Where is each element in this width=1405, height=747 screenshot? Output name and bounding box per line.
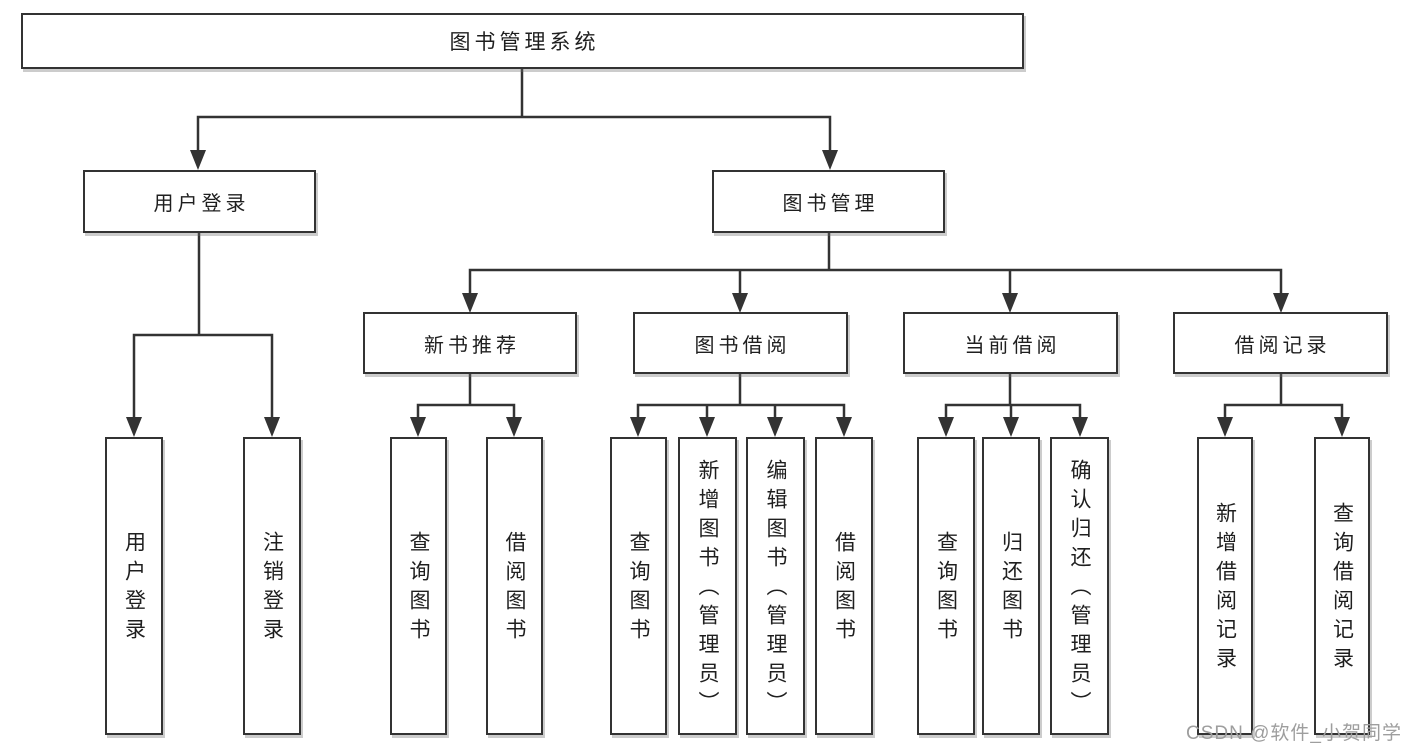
leaf-return-books: 归还图书 — [982, 437, 1040, 735]
node-current-borrow: 当前借阅 — [903, 312, 1118, 374]
leaf-query-books-2: 查询图书 — [610, 437, 667, 735]
node-book-borrow: 图书借阅 — [633, 312, 848, 374]
edge-bookmgmt-split — [468, 268, 1283, 295]
edge-root-split — [196, 115, 832, 152]
leaf-query-borrow-record: 查询借阅记录 — [1314, 437, 1370, 735]
leaf-add-books-admin: 新增图书（管理员） — [678, 437, 737, 735]
edge-userlogin-split — [132, 333, 274, 420]
edge-current-split — [944, 374, 1082, 420]
node-borrow-record: 借阅记录 — [1173, 312, 1388, 374]
leaf-user-login: 用户登录 — [105, 437, 163, 735]
leaf-query-books-1: 查询图书 — [390, 437, 447, 735]
node-library-system: 图书管理系统 — [21, 13, 1024, 69]
node-user-login: 用户登录 — [83, 170, 316, 233]
edge-borrow-split — [636, 374, 846, 420]
leaf-add-borrow-record: 新增借阅记录 — [1197, 437, 1253, 735]
leaf-borrow-books-1: 借阅图书 — [486, 437, 543, 735]
leaf-query-books-3: 查询图书 — [917, 437, 975, 735]
edge-newbook-split — [416, 374, 516, 420]
node-book-management: 图书管理 — [712, 170, 945, 233]
edge-record-split — [1223, 374, 1344, 420]
leaf-edit-books-admin: 编辑图书（管理员） — [746, 437, 805, 735]
leaf-borrow-books-2: 借阅图书 — [815, 437, 873, 735]
leaf-confirm-return-admin: 确认归还（管理员） — [1050, 437, 1109, 735]
leaf-logout: 注销登录 — [243, 437, 301, 735]
csdn-watermark: CSDN @软件_小贺同学 — [1186, 723, 1402, 744]
arrowheads — [126, 150, 1350, 437]
node-new-book-recommend: 新书推荐 — [363, 312, 577, 374]
